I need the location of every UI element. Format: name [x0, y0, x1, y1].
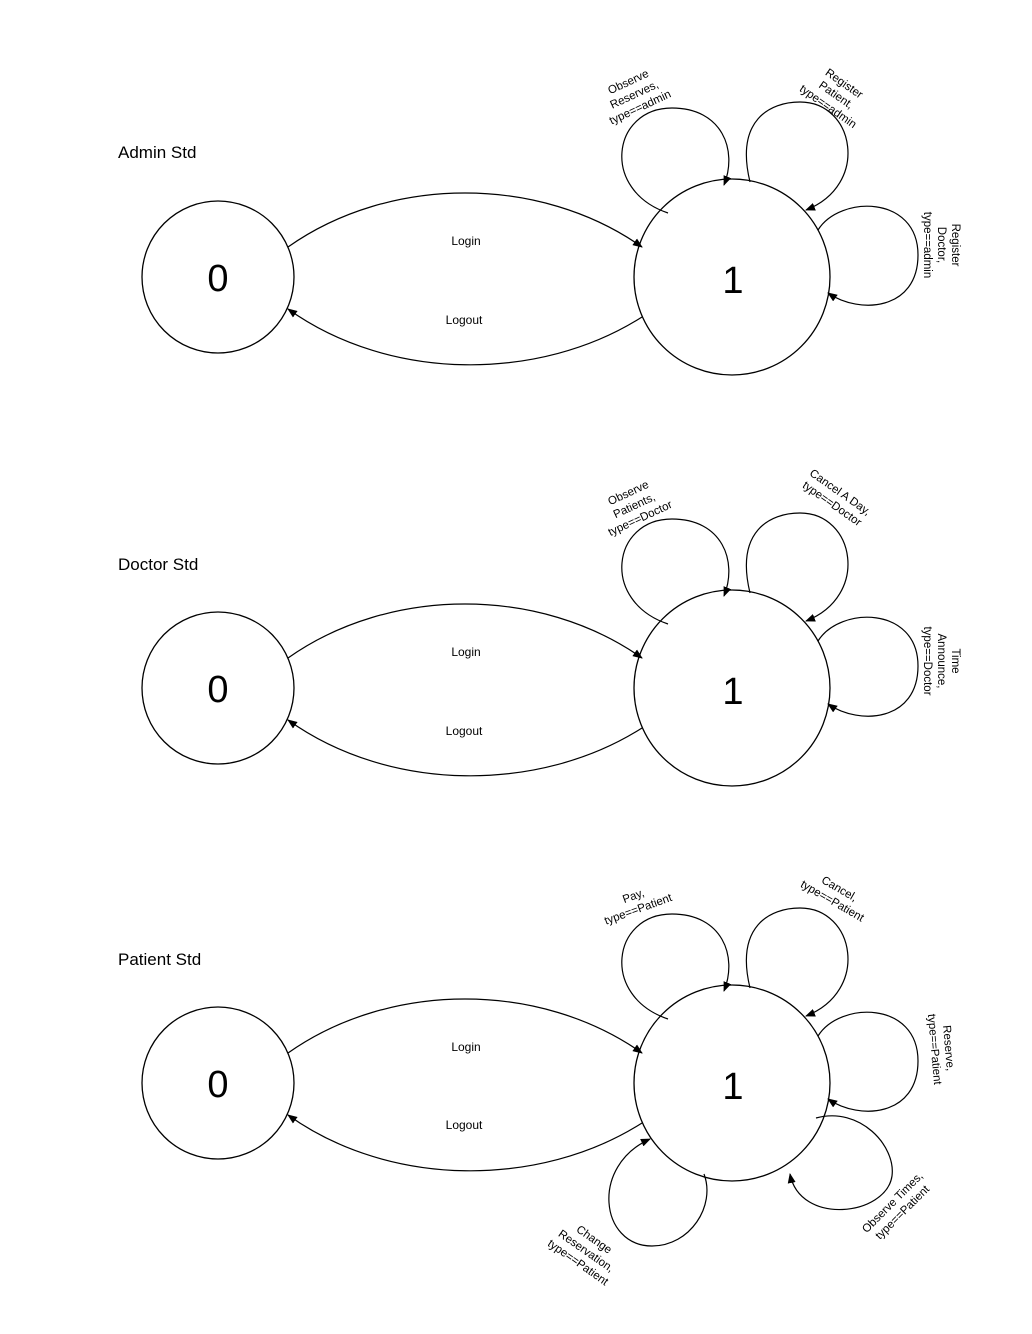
self-loop-reserve	[817, 1011, 919, 1112]
state-0-label: 0	[207, 669, 228, 711]
self-loop-time-announce	[817, 616, 919, 717]
logout-label: Logout	[446, 1118, 483, 1132]
state-diagram-svg: 0 1 Login Logout Pay, type==Patient Canc…	[141, 874, 956, 1289]
state-0	[141, 611, 295, 765]
loop-label-change-reservation: Change Reservation, type==Patient	[545, 1224, 615, 1289]
logout-transition	[287, 308, 643, 366]
loop-label-cancel: Cancel, type==Patient	[798, 874, 866, 924]
loop-label-reserve: Reserve, type==Patient	[925, 1013, 956, 1086]
svg-text:Announce,: Announce,	[935, 634, 947, 689]
self-loop-cancel	[745, 907, 849, 1017]
svg-text:type==admin: type==admin	[921, 212, 933, 279]
self-loop-pay	[621, 913, 732, 1020]
patient-state-diagram: Patient Std 0 1 Login Logout Pay, type==…	[0, 806, 1032, 1288]
diagram-title: Admin Std	[118, 143, 197, 162]
self-loop-register-doctor	[817, 205, 919, 306]
login-transition	[287, 192, 643, 248]
loop-label-observe-reserves: Observe Reserves, type==admin	[606, 68, 673, 127]
state-1-label: 1	[722, 260, 743, 302]
loop-label-cancel-a-day: Cancel A Day, type==Doctor	[800, 467, 872, 529]
logout-transition	[287, 1114, 643, 1172]
diagram-title: Patient Std	[118, 950, 202, 969]
login-label: Login	[451, 234, 480, 248]
admin-state-diagram: Admin Std 0 1 Login Logout Observe Reser…	[0, 0, 1032, 420]
self-loop-register-patient	[745, 101, 849, 211]
login-label: Login	[451, 1040, 480, 1054]
state-0	[141, 1006, 295, 1160]
self-loop-cancel-a-day	[745, 512, 849, 622]
self-loop-change-reservation	[608, 1138, 708, 1247]
state-1	[633, 984, 831, 1182]
self-loop-observe-times	[787, 1115, 893, 1211]
logout-label: Logout	[446, 724, 483, 738]
loop-label-register-doctor: Register Doctor, type==admin	[921, 212, 961, 279]
login-transition	[287, 998, 643, 1054]
doctor-state-diagram: Doctor Std 0 1 Login Logout Observe Pati…	[0, 411, 1032, 831]
state-0	[141, 200, 295, 354]
state-diagram-svg: 0 1 Login Logout Observe Patients, type=…	[141, 467, 961, 787]
svg-text:Time: Time	[949, 648, 961, 673]
login-transition	[287, 603, 643, 659]
diagram-title: Doctor Std	[118, 555, 199, 574]
svg-text:type==Patient: type==Patient	[925, 1013, 943, 1086]
svg-text:Doctor,: Doctor,	[935, 227, 947, 263]
svg-text:Register: Register	[949, 224, 961, 267]
state-1	[633, 178, 831, 376]
logout-label: Logout	[446, 313, 483, 327]
state-1	[633, 589, 831, 787]
loop-label-observe-times: Observe Times, type==Patient	[860, 1170, 933, 1242]
loop-label-time-announce: Time Announce, type==Doctor	[921, 626, 961, 695]
state-diagram-svg: 0 1 Login Logout Observe Reserves, type=…	[141, 67, 961, 376]
state-0-label: 0	[207, 1064, 228, 1106]
self-loop-observe-reserves	[621, 107, 732, 214]
login-label: Login	[451, 645, 480, 659]
logout-transition	[287, 719, 643, 777]
state-1-label: 1	[722, 1066, 743, 1108]
self-loop-observe-patients	[621, 518, 732, 625]
state-1-label: 1	[722, 671, 743, 713]
loop-label-observe-patients: Observe Patients, type==Doctor	[606, 479, 674, 539]
svg-text:type==Doctor: type==Doctor	[921, 626, 933, 695]
loop-label-register-patient: Register Patient, type==admin	[797, 67, 865, 131]
loop-label-pay: Pay, type==Patient	[603, 887, 675, 927]
svg-text:Reserve,: Reserve,	[940, 1025, 956, 1072]
state-0-label: 0	[207, 258, 228, 300]
